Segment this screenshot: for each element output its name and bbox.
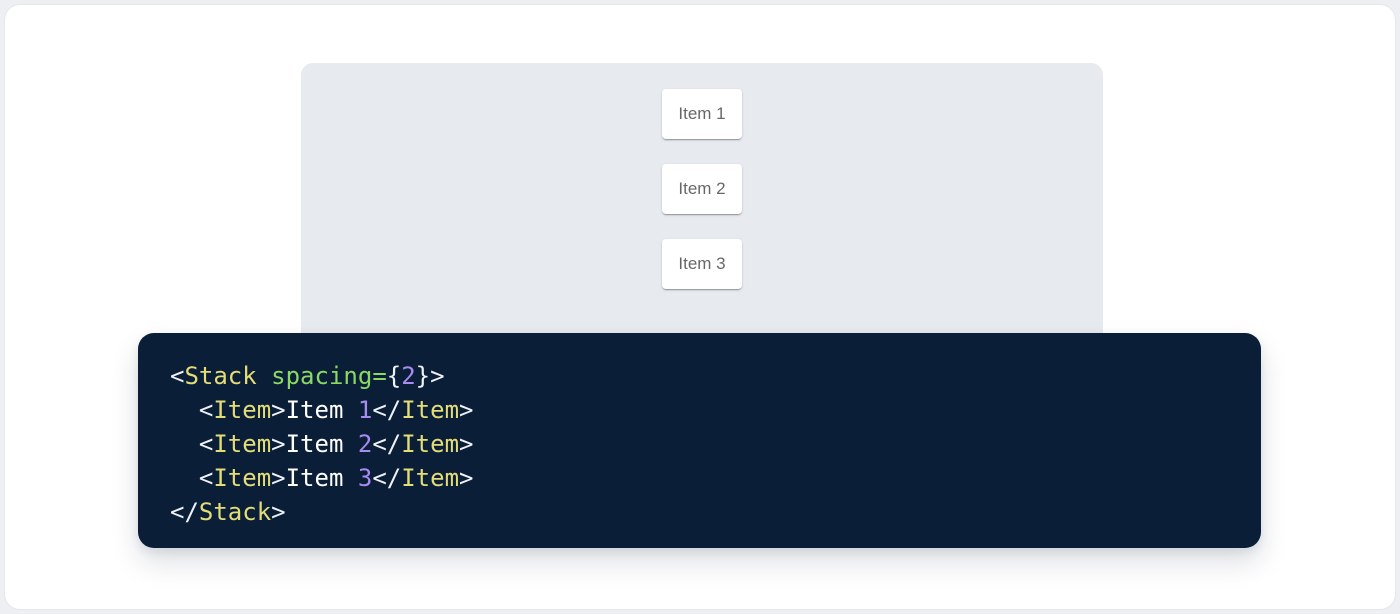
code-token: = [372,362,387,390]
code-token: </ [372,396,402,424]
code-block: <Stack spacing={2}> <Item>Item 1</Item> … [138,333,1261,548]
code-token: Item [213,430,272,458]
code-token: 2 [401,362,416,390]
code-line: <Stack spacing={2}> [170,359,1229,393]
code-line: <Item>Item 1</Item> [170,393,1229,427]
code-token: { [386,362,402,390]
code-token: Item [401,464,460,492]
code-token: Item [213,464,272,492]
code-token: > [271,464,286,492]
code-token: > [271,430,286,458]
code-token: < [198,396,214,424]
code-line: <Item>Item 3</Item> [170,461,1229,495]
stack-item: Item 3 [662,239,742,289]
code-token: </ [372,430,402,458]
code-token: > [271,498,286,526]
demo-panel: Item 1 Item 2 Item 3 [301,63,1103,355]
code-token: < [198,464,214,492]
code-token: Item [285,464,358,492]
code-token: 3 [357,464,373,492]
code-token: Stack [198,498,272,526]
code-token: 2 [357,430,373,458]
code-line: <Item>Item 2</Item> [170,427,1229,461]
code-token: Stack [184,362,257,390]
code-line: </Stack> [170,495,1229,529]
code-token: > [459,464,474,492]
code-token: } [415,362,431,390]
code-token: > [459,430,474,458]
code-token: < [198,430,214,458]
page-card: Item 1 Item 2 Item 3 <Stack spacing={2}>… [4,4,1396,610]
code-token: > [271,396,286,424]
code-token: Item [401,396,460,424]
code-token [170,396,199,424]
code-token: Item [285,430,358,458]
code-token: Item [401,430,460,458]
code-token: </ [170,498,199,526]
stack-item: Item 2 [662,164,742,214]
stack-container: Item 1 Item 2 Item 3 [301,63,1103,289]
code-token: Item [285,396,358,424]
code-token [170,430,199,458]
code-token [170,464,199,492]
code-token: spacing [271,362,373,390]
code-token: </ [372,464,402,492]
code-token: > [459,396,474,424]
code-token: < [170,362,185,390]
stack-item: Item 1 [662,89,742,139]
code-token: > [430,362,445,390]
code-token: 1 [357,396,373,424]
code-token: Item [213,396,272,424]
code-token [257,362,271,390]
